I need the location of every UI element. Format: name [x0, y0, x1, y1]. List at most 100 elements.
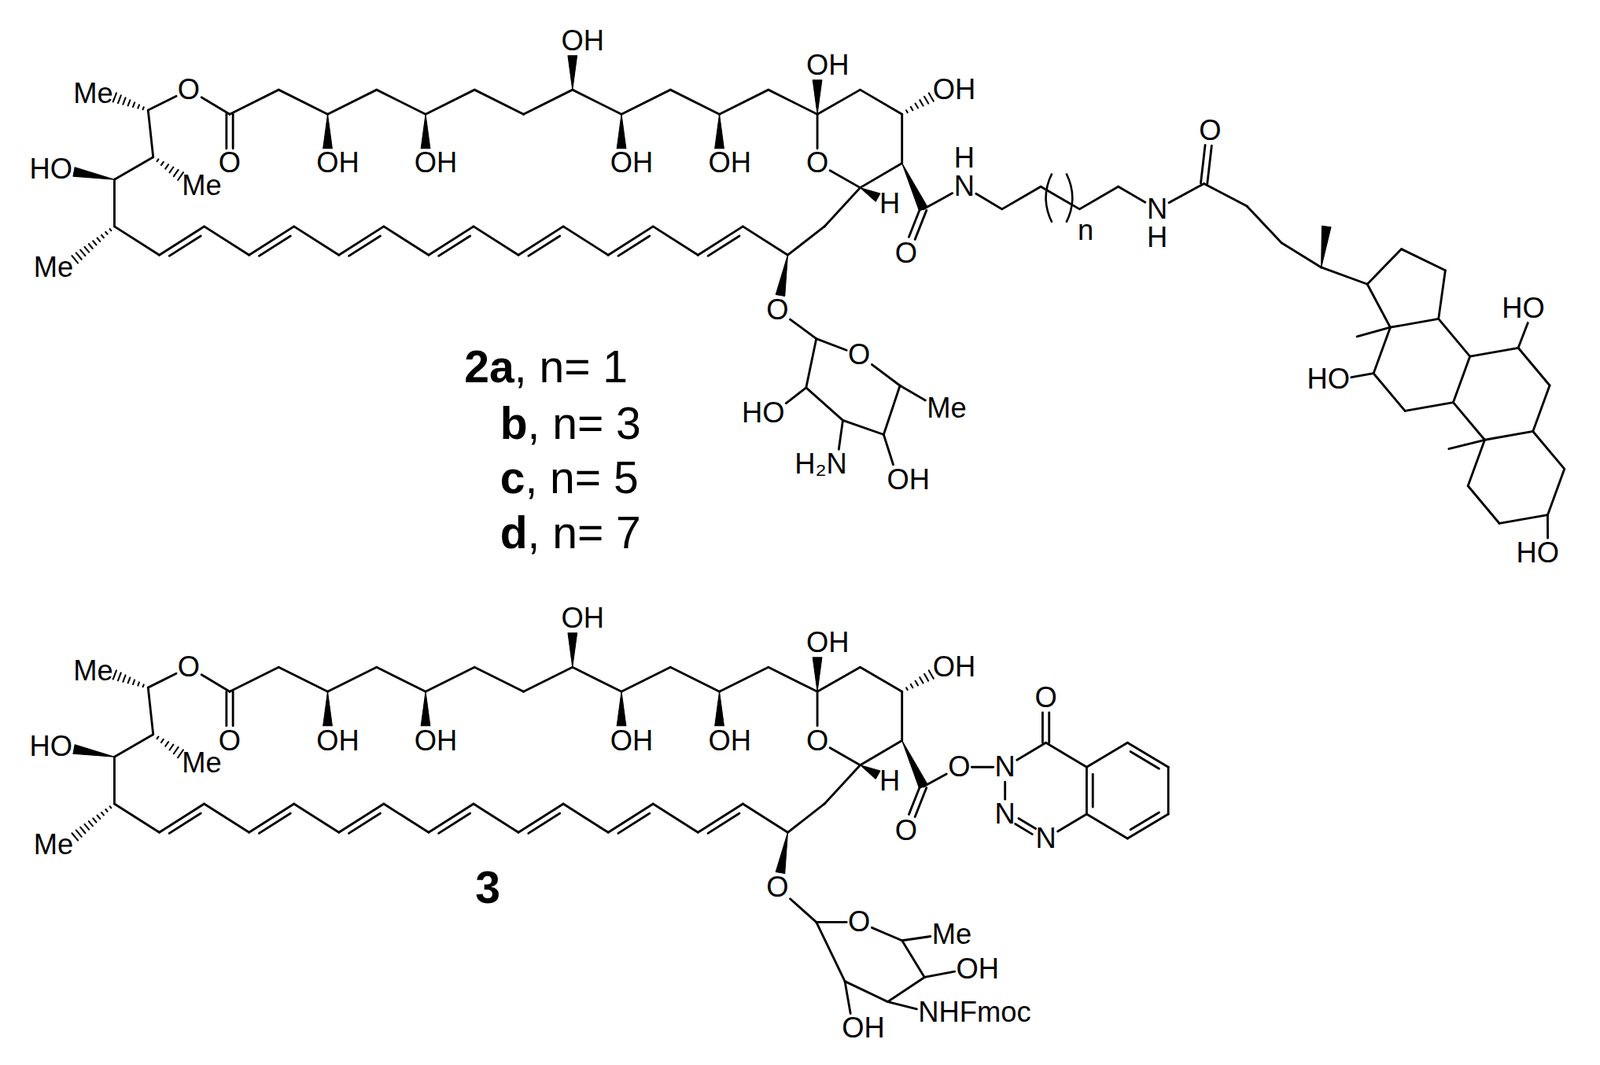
bond-line — [816, 691, 819, 726]
bond-line — [157, 737, 159, 740]
bond-line — [114, 734, 153, 758]
bond-line — [806, 387, 844, 421]
atom-label: Me — [33, 830, 74, 859]
bond-line — [249, 226, 295, 255]
atom-label: H — [879, 766, 900, 796]
bond-line — [294, 226, 340, 255]
bond-line — [812, 80, 823, 115]
bond-line — [902, 940, 926, 978]
atom-label: OH — [316, 726, 359, 756]
bond-line — [101, 812, 104, 816]
bond-line — [883, 385, 900, 435]
atom-label: OH — [610, 726, 653, 756]
atom-label: O — [177, 652, 200, 682]
atom-label: H — [1146, 223, 1168, 252]
bond-line — [621, 667, 671, 692]
bond-line — [1467, 439, 1485, 486]
bond-line — [328, 667, 377, 692]
atom-label: N — [1035, 824, 1057, 853]
bond-line — [278, 89, 328, 115]
bond-line — [113, 670, 117, 679]
bond-line — [1040, 186, 1080, 210]
bond-line — [860, 765, 881, 780]
bond-line — [473, 226, 519, 255]
bond-line — [785, 387, 806, 404]
compound-number: d — [500, 507, 528, 558]
bond-line — [910, 106, 914, 111]
bond-line — [742, 226, 788, 255]
bond-line — [816, 114, 819, 148]
bond-line — [165, 164, 169, 170]
bond-line — [616, 114, 627, 148]
bond-line — [824, 188, 860, 227]
bond-line — [224, 114, 228, 148]
bond-line — [899, 385, 926, 401]
bond-line — [161, 162, 164, 166]
bond-line — [924, 96, 929, 104]
bond-line — [1085, 766, 1088, 815]
atom-label: O — [895, 816, 918, 845]
bond-line — [1127, 814, 1169, 839]
bond-line — [159, 226, 205, 255]
bond-line — [1470, 347, 1519, 357]
bond-line — [923, 193, 953, 210]
bond-line — [425, 667, 475, 692]
bond-line — [80, 250, 85, 257]
repeat-bracket — [1046, 173, 1053, 222]
bond-line — [97, 815, 101, 819]
bond-line — [608, 226, 653, 255]
compound-number: c — [500, 452, 526, 503]
bond-line — [105, 809, 107, 812]
bond-line — [910, 684, 914, 688]
atom-label: Me — [73, 79, 113, 108]
atom-label: O — [766, 295, 789, 325]
bond-line — [670, 667, 719, 692]
bond-line — [817, 667, 860, 692]
bond-line — [1204, 183, 1247, 207]
bond-line — [425, 89, 475, 115]
atom-label: OH — [316, 148, 359, 177]
bond-line — [567, 55, 578, 90]
atom-label: N — [1146, 195, 1168, 224]
bond-line — [1452, 402, 1485, 441]
bond-line — [137, 682, 140, 686]
bond-line — [824, 765, 860, 804]
bond-line — [871, 364, 900, 386]
bond-line — [204, 226, 250, 255]
bond-line — [860, 89, 903, 115]
bond-line — [528, 235, 561, 256]
atom-label: HO — [1307, 364, 1350, 394]
bond-line — [1356, 327, 1390, 337]
bond-line — [1086, 742, 1128, 767]
bond-line — [1015, 824, 1033, 835]
bond-line — [229, 667, 279, 692]
bond-line — [871, 927, 902, 941]
bond-line — [428, 803, 474, 833]
bond-line — [697, 803, 743, 833]
bond-line — [608, 803, 653, 833]
bond-line — [1400, 249, 1446, 271]
bond-line — [294, 803, 340, 833]
bond-line — [860, 741, 903, 766]
bond-line — [383, 226, 429, 255]
bond-line — [900, 691, 904, 741]
bond-line — [518, 803, 564, 833]
compound-variant: , n= 3 — [527, 398, 641, 449]
bond-line — [339, 226, 384, 255]
atom-label: OH — [806, 628, 849, 657]
bond-line — [888, 1002, 918, 1010]
bond-line — [528, 813, 561, 834]
bond-line — [1086, 814, 1128, 839]
atom-label: OH — [707, 148, 751, 177]
bond-line — [73, 167, 115, 181]
bond-line — [1046, 742, 1088, 767]
bond-line — [159, 803, 205, 833]
bond-line — [1207, 145, 1213, 185]
bond-line — [518, 226, 564, 255]
bond-line — [376, 89, 426, 115]
bond-line — [523, 667, 573, 692]
bond-line — [1438, 318, 1471, 357]
atom-label: Me — [926, 394, 966, 423]
bond-line — [165, 741, 169, 747]
atom-label: O — [177, 75, 200, 104]
